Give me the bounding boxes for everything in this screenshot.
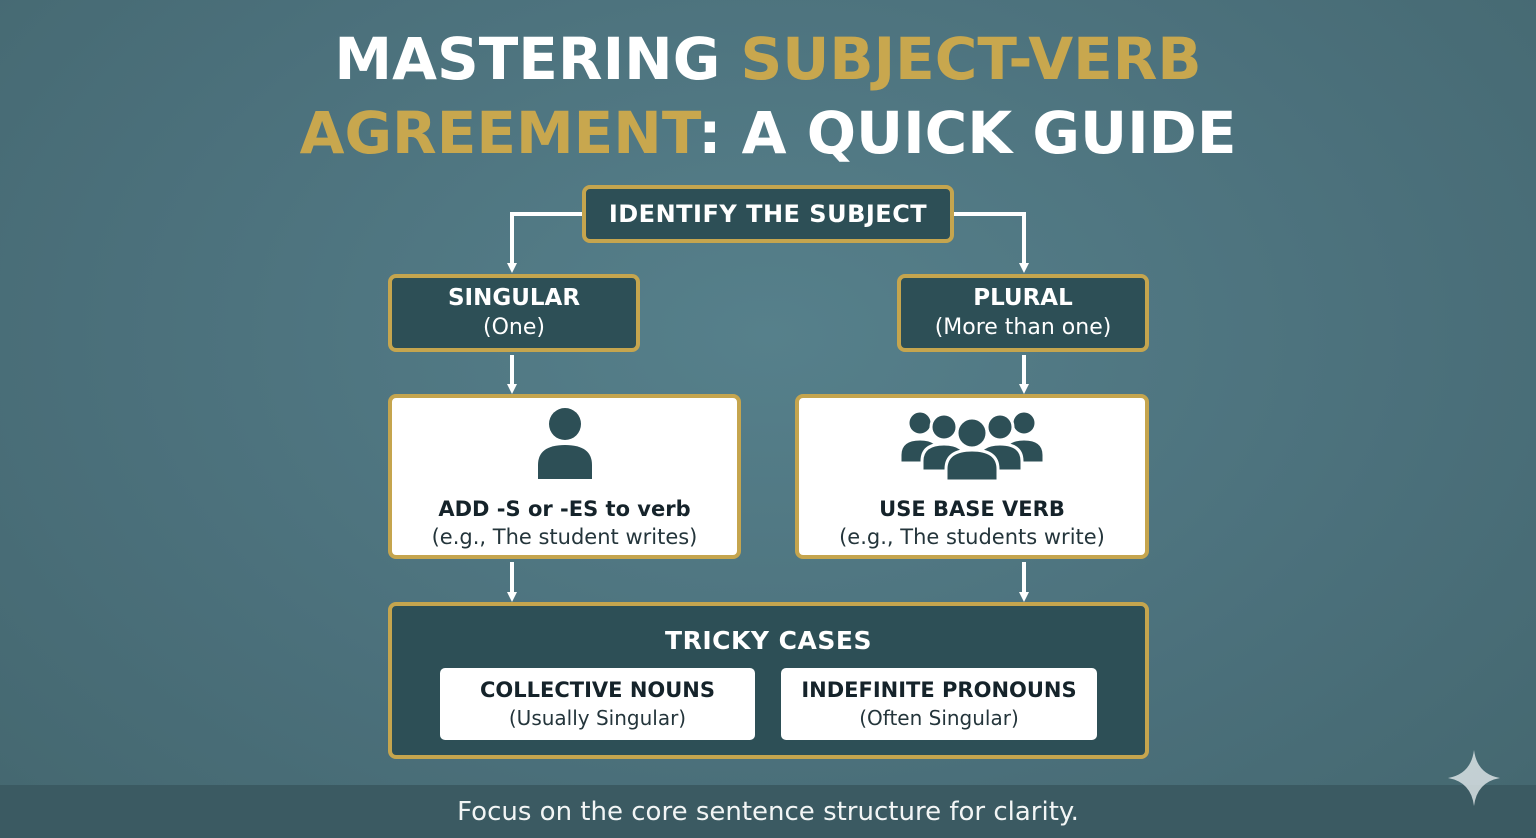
singular-box: SINGULAR (One) (388, 274, 640, 352)
singular-example: (e.g., The student writes) (431, 524, 698, 549)
title-white-part: MASTERING (334, 25, 741, 93)
plural-box: PLURAL (More than one) (897, 274, 1149, 352)
tricky-cases-box: TRICKY CASES COLLECTIVE NOUNS (Usually S… (388, 602, 1149, 759)
collective-nouns-note: (Usually Singular) (508, 706, 687, 730)
collective-nouns-title: COLLECTIVE NOUNS (479, 678, 715, 702)
footer-text: Focus on the core sentence structure for… (457, 796, 1079, 827)
indefinite-pronouns-title: INDEFINITE PRONOUNS (801, 678, 1077, 702)
person-icon (535, 403, 595, 481)
indefinite-pronouns-note: (Often Singular) (859, 706, 1019, 730)
arrow-to-singular (507, 212, 582, 273)
identify-subject-box: IDENTIFY THE SUBJECT (582, 185, 954, 243)
title-gold-part-2: AGREEMENT (299, 99, 699, 167)
plural-rule-card: USE BASE VERB (e.g., The students write) (795, 394, 1149, 559)
tricky-cases-title: TRICKY CASES (665, 626, 872, 655)
collective-nouns-card: COLLECTIVE NOUNS (Usually Singular) (440, 668, 755, 740)
group-icon (898, 403, 1046, 481)
identify-subject-label: IDENTIFY THE SUBJECT (608, 200, 928, 228)
singular-rule-card: ADD -S or -ES to verb (e.g., The student… (388, 394, 741, 559)
page-title-line-1: MASTERING SUBJECT-VERB (0, 30, 1536, 88)
indefinite-pronouns-card: INDEFINITE PRONOUNS (Often Singular) (781, 668, 1097, 740)
plural-example: (e.g., The students write) (839, 524, 1105, 549)
title-white-part-2: : A QUICK GUIDE (698, 99, 1237, 167)
singular-rule: ADD -S or -ES to verb (438, 496, 691, 521)
singular-subtitle: (One) (483, 315, 545, 340)
plural-title: PLURAL (973, 285, 1073, 311)
singular-title: SINGULAR (447, 285, 581, 311)
plural-rule: USE BASE VERB (879, 496, 1065, 521)
sparkle-icon (1448, 750, 1500, 806)
arrow-to-plural (954, 212, 1029, 273)
footer-caption: Focus on the core sentence structure for… (0, 785, 1536, 838)
title-gold-part: SUBJECT-VERB (740, 25, 1202, 93)
page-title-line-2: AGREEMENT: A QUICK GUIDE (0, 104, 1536, 162)
plural-subtitle: (More than one) (934, 315, 1112, 340)
